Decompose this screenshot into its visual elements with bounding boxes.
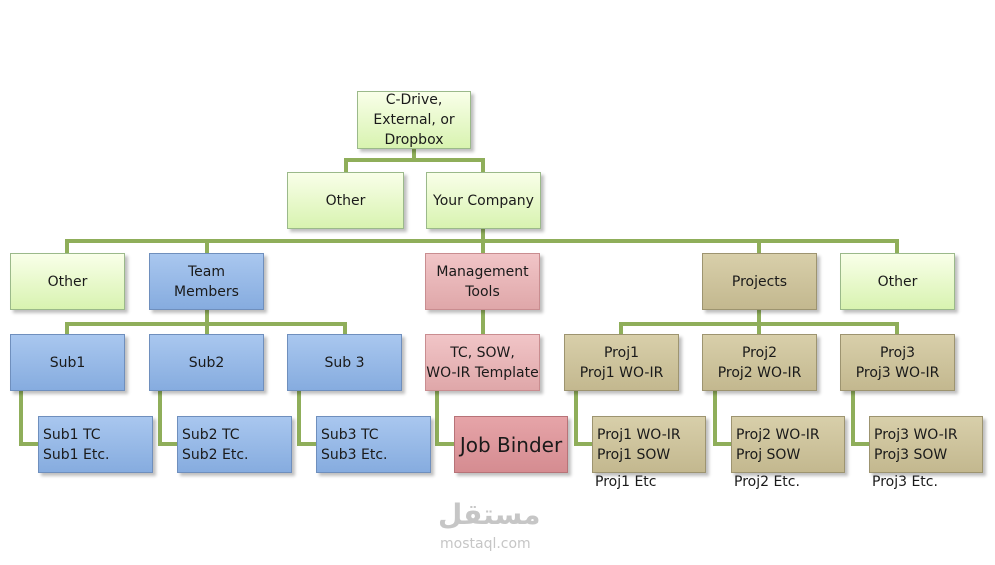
node-sub3-item2: Sub3 Etc.	[321, 446, 388, 463]
node-sub1-label: Sub1	[49, 354, 86, 371]
node-other-level2[interactable]: Other	[287, 172, 404, 229]
node-sub2[interactable]: Sub2	[149, 334, 264, 391]
node-proj1[interactable]: Proj1 Proj1 WO-IR	[564, 334, 679, 391]
watermark-url: mostaql.com	[440, 536, 531, 552]
root-node-cdrive[interactable]: C-Drive, External, or Dropbox	[357, 91, 471, 149]
root-line3: Dropbox	[384, 132, 444, 148]
node-sub2-label: Sub2	[188, 354, 225, 371]
node-sub3-label: Sub 3	[324, 354, 365, 371]
node-proj3-wo: Proj3 WO-IR	[855, 364, 940, 381]
root-line1: C-Drive,	[385, 92, 443, 108]
node-templates[interactable]: TC, SOW, WO-IR Template	[425, 334, 540, 391]
node-proj1-item1: Proj1 WO-IR	[597, 426, 681, 443]
node-other-left-label: Other	[47, 273, 88, 290]
node-proj2-items[interactable]: Proj2 WO-IR Proj SOW	[731, 416, 845, 473]
node-sub2-items[interactable]: Sub2 TC Sub2 Etc.	[177, 416, 292, 473]
node-team-members[interactable]: Team Members	[149, 253, 264, 310]
node-proj2-name: Proj2	[741, 344, 777, 361]
node-proj1-item2: Proj1 SOW	[597, 446, 671, 463]
node-templates-line1: TC, SOW,	[450, 344, 515, 361]
node-proj2-item2: Proj SOW	[736, 446, 801, 463]
node-sub3[interactable]: Sub 3	[287, 334, 402, 391]
node-other-right[interactable]: Other	[840, 253, 955, 310]
node-proj3[interactable]: Proj3 Proj3 WO-IR	[840, 334, 955, 391]
node-sub3-item1: Sub3 TC	[321, 426, 379, 443]
node-sub2-item1: Sub2 TC	[182, 426, 240, 443]
node-sub2-item2: Sub2 Etc.	[182, 446, 249, 463]
node-mgmt-line1: Management	[436, 263, 529, 280]
watermark-logo: مستقل	[438, 498, 541, 531]
node-other-level2-label: Other	[325, 192, 366, 209]
proj3-extra-label: Proj3 Etc.	[872, 474, 938, 490]
node-job-binder-label: Job Binder	[459, 432, 563, 457]
node-sub1-items[interactable]: Sub1 TC Sub1 Etc.	[38, 416, 153, 473]
proj1-extra-label: Proj1 Etc	[595, 474, 657, 490]
node-proj1-wo: Proj1 WO-IR	[579, 364, 664, 381]
node-job-binder[interactable]: Job Binder	[454, 416, 568, 473]
node-proj1-items[interactable]: Proj1 WO-IR Proj1 SOW	[592, 416, 706, 473]
node-management-tools[interactable]: Management Tools	[425, 253, 540, 310]
node-team-line1: Team	[187, 263, 225, 280]
node-proj1-name: Proj1	[603, 344, 639, 361]
node-sub1-item1: Sub1 TC	[43, 426, 101, 443]
proj2-extra-label: Proj2 Etc.	[734, 474, 800, 490]
node-team-line2: Members	[174, 283, 239, 300]
node-proj3-items[interactable]: Proj3 WO-IR Proj3 SOW	[869, 416, 983, 473]
node-your-company-label: Your Company	[433, 192, 534, 209]
node-proj3-item1: Proj3 WO-IR	[874, 426, 958, 443]
node-other-right-label: Other	[877, 273, 918, 290]
node-templates-line2: WO-IR Template	[426, 364, 539, 381]
node-sub3-items[interactable]: Sub3 TC Sub3 Etc.	[316, 416, 431, 473]
node-projects[interactable]: Projects	[702, 253, 817, 310]
node-proj2[interactable]: Proj2 Proj2 WO-IR	[702, 334, 817, 391]
node-proj3-item2: Proj3 SOW	[874, 446, 948, 463]
node-sub1[interactable]: Sub1	[10, 334, 125, 391]
node-your-company[interactable]: Your Company	[426, 172, 541, 229]
node-sub1-item2: Sub1 Etc.	[43, 446, 110, 463]
root-line2: External, or	[373, 112, 455, 128]
node-projects-label: Projects	[731, 273, 788, 290]
node-proj2-wo: Proj2 WO-IR	[717, 364, 802, 381]
node-mgmt-line2: Tools	[465, 283, 500, 300]
node-other-left[interactable]: Other	[10, 253, 125, 310]
node-proj3-name: Proj3	[879, 344, 915, 361]
node-proj2-item1: Proj2 WO-IR	[736, 426, 820, 443]
